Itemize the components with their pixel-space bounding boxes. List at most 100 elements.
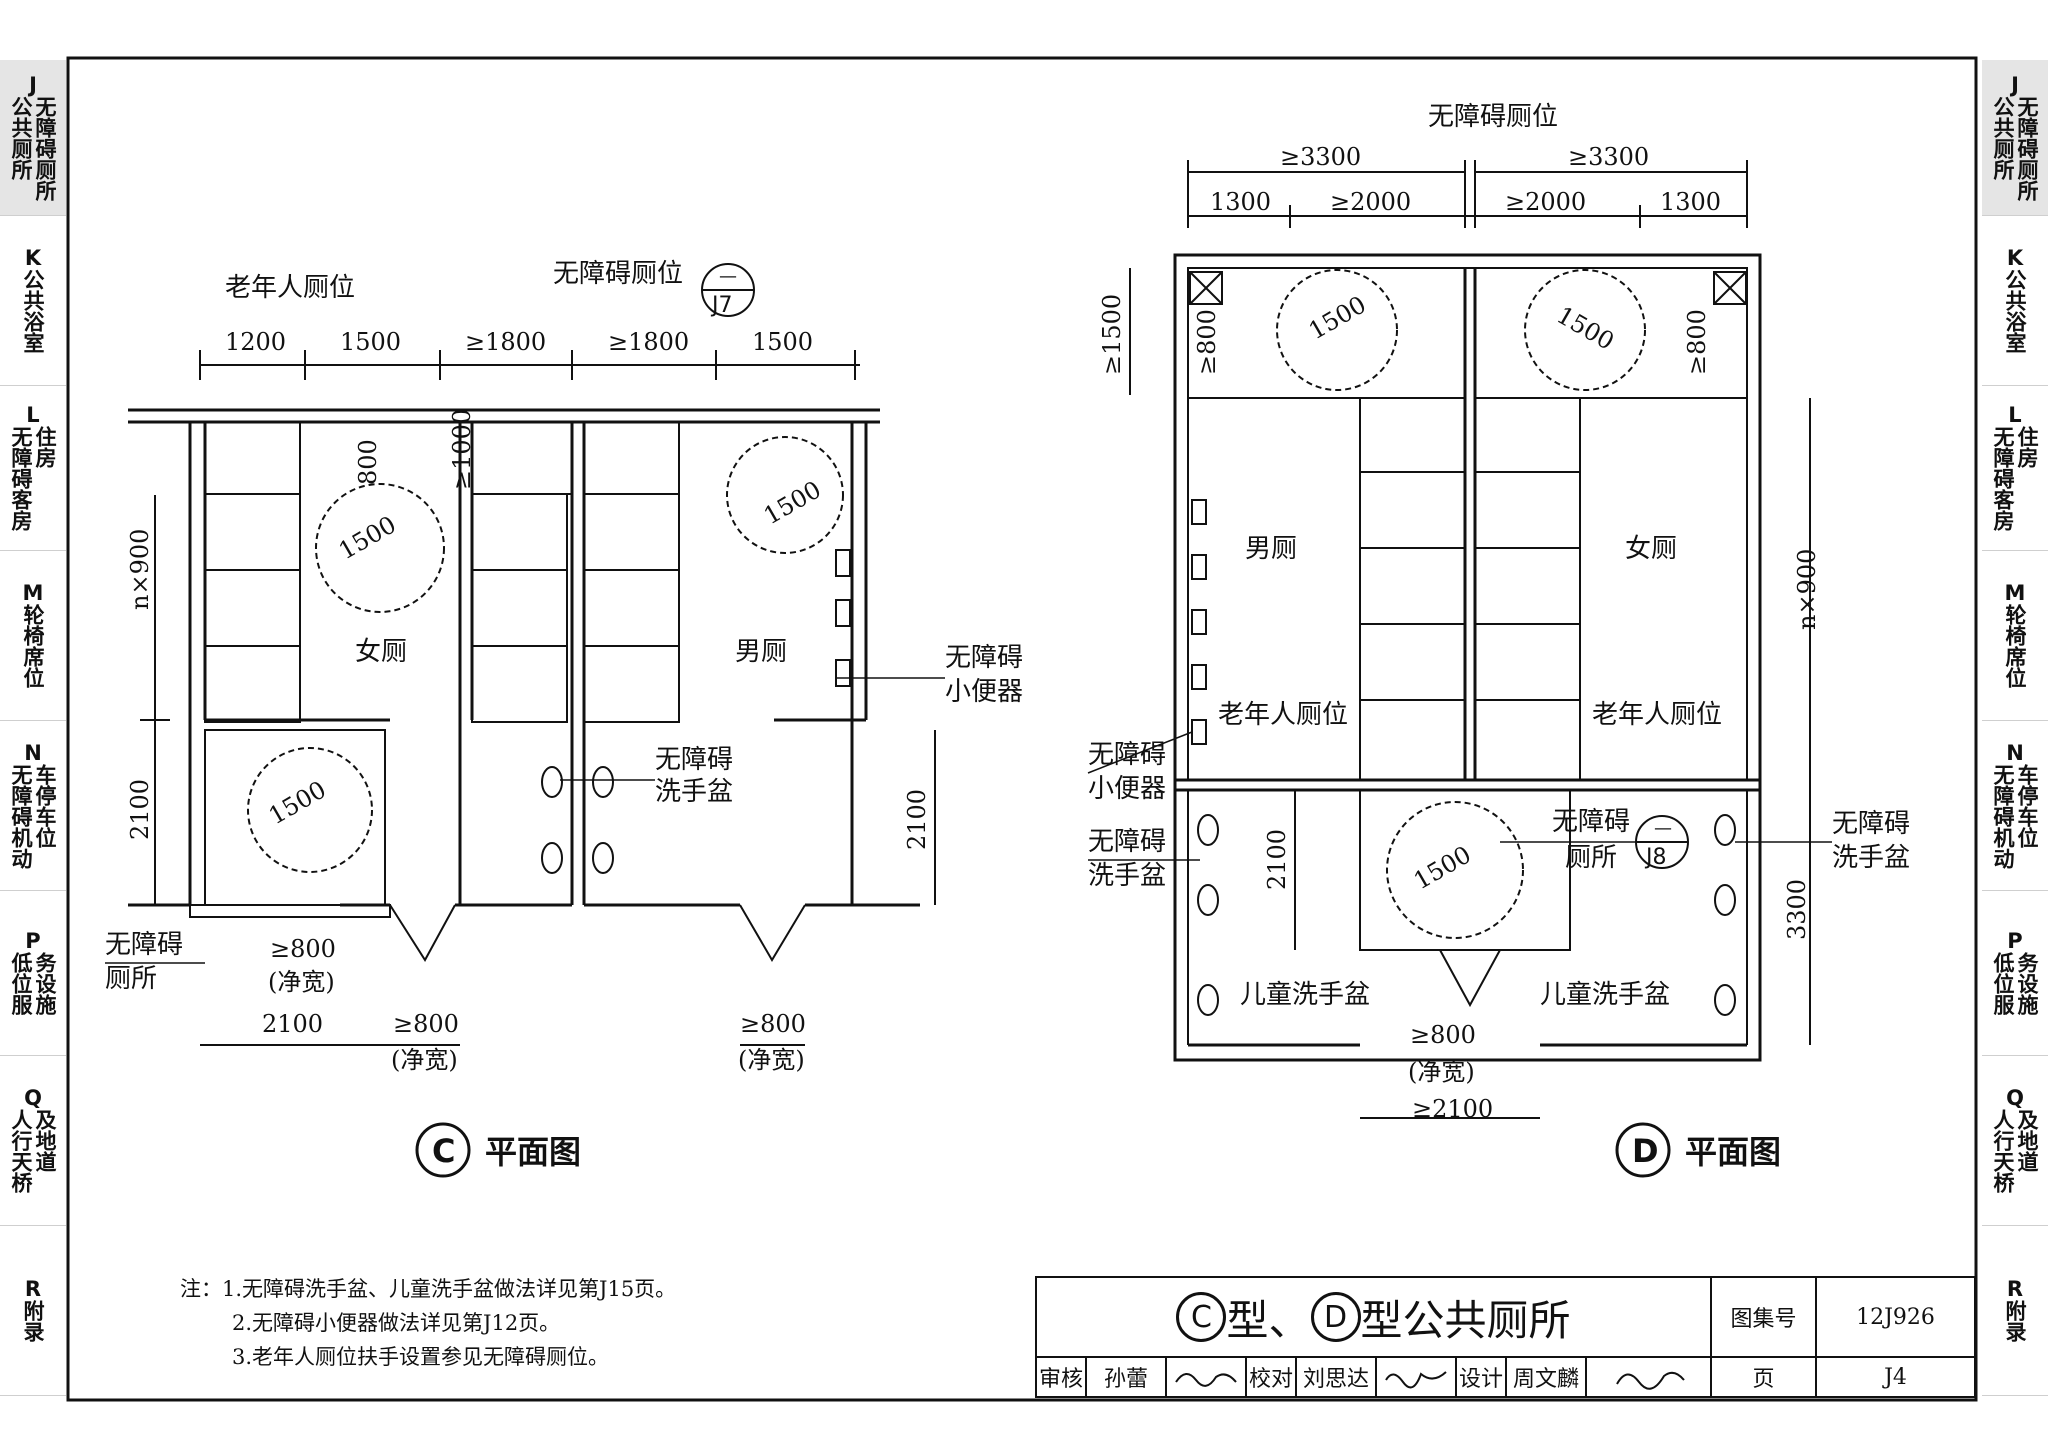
dim-2100-right-c: 2100 [903, 789, 931, 850]
dim-c-4: ≥1800 [608, 328, 689, 356]
atlas-number: 12J926 [1817, 1278, 1974, 1358]
dim-1500-v-d: ≥1500 [1098, 294, 1126, 375]
note-1: 注：1.无障碍洗手盆、儿童洗手盆做法详见第J15页。 [180, 1277, 677, 1301]
title-rest: 型公共厕所 [1360, 1295, 1571, 1345]
drawing-frame [66, 56, 1978, 1402]
child-basin-d-right: 儿童洗手盆 [1540, 980, 1670, 1010]
dim-c-2: 1500 [340, 328, 401, 356]
tab-code: J [29, 73, 37, 97]
designer-name: 周文麟 [1507, 1358, 1587, 1396]
child-basin-d-left: 儿童洗手盆 [1240, 980, 1370, 1010]
tab-label: 无障碍厕所 [2015, 96, 2039, 201]
dim-d-inner-4: 1300 [1660, 188, 1721, 216]
note-2: 2.无障碍小便器做法详见第J12页。 [232, 1311, 561, 1335]
toilet-label-c-2: 厕所 [105, 964, 157, 994]
label-women-d: 女厕 [1625, 534, 1677, 564]
basin-label-d-right-1: 无障碍 [1832, 809, 1910, 839]
tab-label: 低位服 [1991, 952, 2015, 1015]
tab-label: 公共浴室 [2003, 269, 2027, 353]
caption-circle-c [415, 1122, 471, 1178]
tab-label: 无障碍客房 [1991, 426, 2015, 531]
tab-code: M [22, 581, 44, 605]
label-accessible-stall-c: 无障碍厕位 [553, 259, 683, 289]
tab-label: 无障碍客房 [9, 426, 33, 531]
turn-circle-c2: 1500 [759, 475, 826, 530]
label-elderly-stall-c: 老年人厕位 [225, 273, 355, 303]
atlas-label: 图集号 [1712, 1278, 1817, 1358]
tab-code: L [2008, 403, 2022, 427]
tab-code: P [25, 929, 41, 953]
label-elderly-d-right: 老年人厕位 [1592, 700, 1722, 730]
door-min-c1: ≥800 [270, 935, 336, 963]
tab-label: 公共厕所 [1991, 96, 2015, 180]
label-men-d: 男厕 [1245, 534, 1297, 564]
plan-c-labels: 老年人厕位 无障碍厕位 — J7 1200 1500 ≥1800 ≥1800 1… [105, 259, 1023, 1178]
page-label: 页 [1712, 1358, 1817, 1396]
page-number: J4 [1884, 1364, 1907, 1390]
design-label: 设计 [1457, 1358, 1507, 1396]
label-elderly-d-left: 老年人厕位 [1218, 700, 1348, 730]
dim-c-1: 1200 [225, 328, 286, 356]
notes-block: 注：1.无障碍洗手盆、儿童洗手盆做法详见第J15页。 2.无障碍小便器做法详见第… [180, 1272, 676, 1374]
title-letter-d: D [1310, 1292, 1361, 1342]
dim-d-outer-1: ≥3300 [1280, 143, 1361, 171]
urinal-label-c-2: 小便器 [945, 677, 1023, 707]
reviewer-name: 孙蕾 [1087, 1358, 1167, 1396]
basin-label-d-left-2: 洗手盆 [1088, 861, 1166, 891]
detail-ref-bottom-d: J8 [1644, 845, 1667, 870]
tab-label: 附录 [21, 1300, 45, 1342]
toilet-label-d-2: 厕所 [1565, 843, 1617, 873]
basin-label-d-right-2: 洗手盆 [1832, 843, 1910, 873]
dim-d-inner-3: ≥2000 [1505, 188, 1586, 216]
checker-signature [1377, 1358, 1457, 1396]
tab-label: 住房 [2015, 426, 2039, 468]
reviewer-signature [1167, 1358, 1247, 1396]
turn-circle-d1: 1500 [1304, 290, 1371, 345]
tab-label: 人行天桥 [1991, 1109, 2015, 1193]
title-block: C 型、 D 型公共厕所 图集号 12J926 审核 孙蕾 校对 刘思达 设计 … [1035, 1276, 1976, 1398]
dim-d-outer-2: ≥3300 [1568, 143, 1649, 171]
review-label: 审核 [1037, 1358, 1087, 1396]
tab-code: N [24, 740, 42, 765]
caption-text-d: 平面图 [1685, 1133, 1781, 1171]
urinal-label-c-1: 无障碍 [945, 643, 1023, 673]
dim-800-d1: ≥800 [1193, 309, 1221, 375]
detail-ref-top-c: — [719, 266, 737, 287]
tab-label: 轮椅席位 [21, 604, 45, 688]
plan-d-labels: 无障碍厕位 ≥3300 ≥3300 1300 ≥2000 ≥2000 1300 … [1087, 102, 1910, 1178]
width-2100-c: 2100 [262, 1010, 323, 1038]
tab-code: J [2011, 73, 2019, 97]
label-accessible-stall-d: 无障碍厕位 [1428, 102, 1558, 132]
dim-nx900-c: n×900 [126, 529, 154, 610]
dim-c-5: 1500 [752, 328, 813, 356]
toilet-label-d-1: 无障碍 [1552, 807, 1630, 837]
tab-code: N [2006, 740, 2024, 765]
dim-2100-left-c: 2100 [126, 779, 154, 840]
caption-circle-d [1615, 1122, 1671, 1178]
tab-code: Q [24, 1086, 42, 1110]
width-2100-d: ≥2100 [1412, 1095, 1493, 1123]
door-clear-d: (净宽) [1408, 1058, 1475, 1086]
label-men-c: 男厕 [735, 637, 787, 667]
dim-1000-c: ≥1000 [448, 409, 476, 490]
tab-label: 附录 [2003, 1300, 2027, 1342]
basin-label-c-2: 洗手盆 [655, 777, 733, 807]
label-women-c: 女厕 [355, 637, 407, 667]
